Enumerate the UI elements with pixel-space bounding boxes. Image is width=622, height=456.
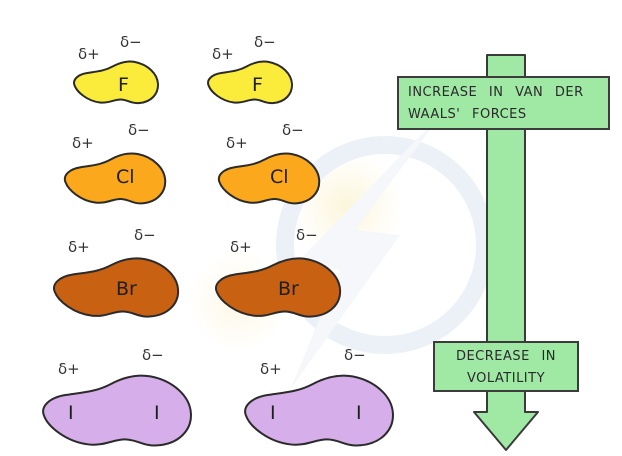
increase-box-line1: INCREASE IN VAN DER (408, 85, 584, 100)
molecule-i-1: δ+ δ− I I (36, 344, 198, 452)
molecule-blob (36, 368, 198, 452)
element-symbol: Br (116, 278, 137, 300)
increase-van-der-waals-box: INCREASE IN VAN DER WAALS' FORCES (397, 76, 610, 130)
molecule-f-1: δ+ δ− F (70, 33, 162, 107)
delta-minus-label: δ− (344, 346, 366, 364)
delta-minus-label: δ− (120, 33, 142, 51)
delta-plus-label: δ+ (72, 134, 94, 152)
molecule-i-2: δ+ δ− I I (238, 344, 400, 452)
delta-minus-label: δ− (128, 121, 150, 139)
delta-minus-label: δ− (142, 346, 164, 364)
molecule-blob (204, 57, 296, 107)
delta-plus-label: δ+ (68, 238, 90, 256)
element-symbol: Cl (116, 166, 135, 188)
delta-plus-label: δ+ (260, 360, 282, 378)
delta-minus-label: δ− (254, 33, 276, 51)
molecule-cl-2: δ+ δ− Cl (214, 121, 324, 208)
element-symbol: I (154, 402, 160, 424)
element-symbol: Br (278, 278, 299, 300)
delta-plus-label: δ+ (230, 238, 252, 256)
molecule-br-2: δ+ δ− Br (210, 226, 346, 322)
element-symbol: F (252, 74, 263, 96)
element-symbol: I (356, 402, 362, 424)
delta-minus-label: δ− (282, 121, 304, 139)
molecule-f-2: δ+ δ− F (204, 33, 296, 107)
delta-plus-label: δ+ (78, 45, 100, 63)
element-symbol: I (270, 402, 276, 424)
element-symbol: I (68, 402, 74, 424)
decrease-box-line2: VOLATILITY (466, 371, 546, 386)
decrease-volatility-box: DECREASE IN VOLATILITY (433, 341, 579, 392)
delta-plus-label: δ+ (212, 45, 234, 63)
molecule-blob (48, 252, 184, 322)
delta-minus-label: δ− (296, 226, 318, 244)
decrease-box-line1: DECREASE IN (455, 349, 557, 364)
lightning-bolt-watermark-icon (276, 110, 494, 390)
molecule-cl-1: δ+ δ− Cl (60, 121, 170, 208)
molecule-blob (238, 368, 400, 452)
delta-minus-label: δ− (134, 226, 156, 244)
molecule-blob (214, 148, 324, 208)
molecule-blob (70, 57, 162, 107)
molecule-blob (210, 252, 346, 322)
molecule-br-1: δ+ δ− Br (48, 226, 184, 322)
molecule-blob (60, 148, 170, 208)
delta-plus-label: δ+ (226, 134, 248, 152)
delta-plus-label: δ+ (58, 360, 80, 378)
increase-box-line2: WAALS' FORCES (408, 107, 527, 122)
element-symbol: Cl (270, 166, 289, 188)
element-symbol: F (118, 74, 129, 96)
